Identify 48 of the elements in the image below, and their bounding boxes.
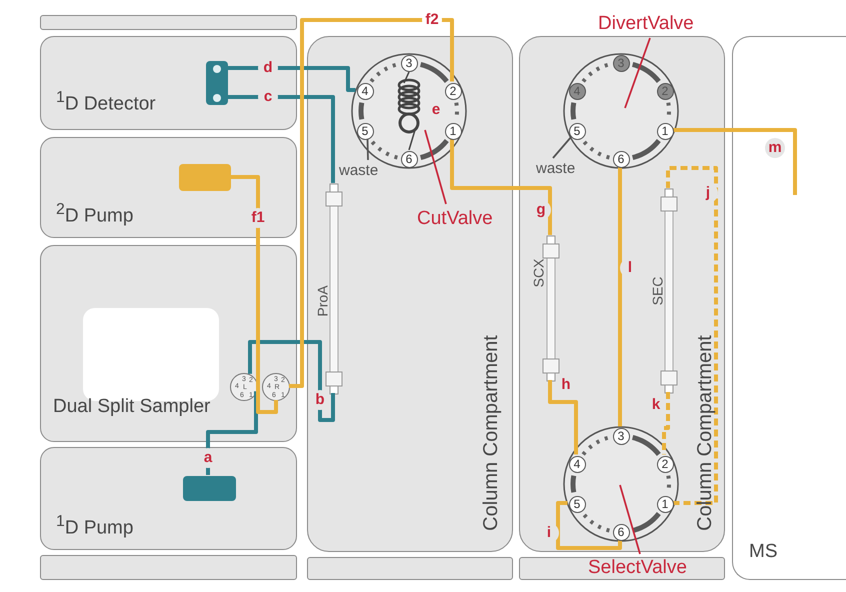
tubing-line <box>618 166 622 426</box>
tubing-line <box>227 66 356 92</box>
instrument-module <box>40 137 297 238</box>
tubing-line <box>289 18 454 388</box>
module-label: $^{1}$D Detector <box>56 89 156 116</box>
valve-name: DivertValve <box>598 10 694 38</box>
instrument-module <box>40 36 297 130</box>
base-plate <box>40 15 297 30</box>
tubing-line <box>230 175 278 414</box>
base-plate <box>307 557 513 580</box>
tubing-line <box>450 138 552 235</box>
detector-flow-cell <box>206 61 228 105</box>
tubing-line <box>227 95 335 183</box>
column-label: SCX <box>531 258 547 288</box>
column-compartment <box>307 36 513 552</box>
module-label: Dual Split Sampler <box>53 397 210 418</box>
valve-name: SelectValve <box>588 554 687 582</box>
sampler-valve <box>262 373 290 401</box>
tubing-line <box>556 501 622 550</box>
column-label: ProA <box>315 285 331 317</box>
compartment-label: Column Compartment <box>694 335 716 531</box>
module-label: $^{1}$D Pump <box>56 513 134 540</box>
leader-line <box>624 38 651 108</box>
tubing-line <box>672 128 797 195</box>
waste-label: waste <box>536 159 576 179</box>
base-plate <box>40 555 297 580</box>
waste-label: waste <box>339 161 378 181</box>
pump-head <box>179 164 231 191</box>
tubing-line <box>662 392 670 454</box>
leader-line <box>552 136 572 159</box>
leader-line <box>366 138 369 160</box>
tubing-line <box>666 166 718 505</box>
compartment-label: Column Compartment <box>480 335 502 531</box>
base-plate <box>519 557 725 580</box>
column-label: SEC <box>650 276 666 306</box>
pump-head <box>183 476 236 501</box>
leader-line <box>424 130 447 204</box>
valve-name: CutValve <box>417 205 493 233</box>
tubing-line <box>206 391 258 475</box>
tubing-line <box>248 340 335 422</box>
column-compartment <box>519 36 725 552</box>
module-label: $^{2}$D Pump <box>56 201 134 228</box>
instrument-module <box>40 447 297 550</box>
module-label: MS <box>749 542 778 563</box>
sampler-valve <box>230 373 258 401</box>
instrument-module <box>40 245 297 442</box>
mass-spectrometer-panel <box>732 36 846 580</box>
tubing-line <box>548 380 578 454</box>
